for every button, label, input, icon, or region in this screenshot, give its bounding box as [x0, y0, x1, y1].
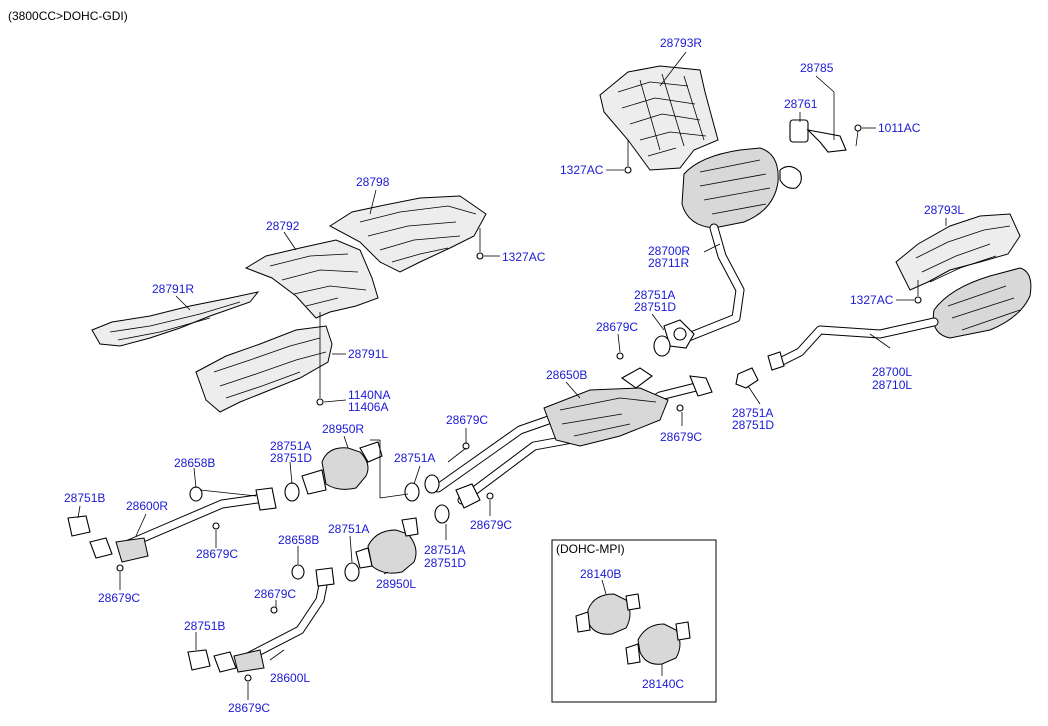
label-28679c-3: 28679C	[446, 413, 488, 427]
heat-shield-28793r	[599, 65, 719, 171]
label-28679c-5: 28679C	[196, 547, 238, 561]
label-28751d-1: 28751D	[634, 300, 676, 314]
heat-shield-28798	[329, 195, 487, 273]
label-1327ac-mid: 1327AC	[502, 250, 546, 264]
label-28751a-5: 28751A	[328, 522, 369, 536]
label-28950l: 28950L	[376, 577, 416, 591]
inset-dohc-mpi: (DOHC-MPI)	[551, 539, 717, 703]
label-28751a-6: 28751A	[424, 543, 465, 557]
heat-shield-28792	[244, 239, 379, 319]
inset-title: (DOHC-MPI)	[556, 542, 625, 556]
label-28751b-2: 28751B	[184, 619, 225, 633]
label-28658b-1: 28658B	[174, 456, 215, 470]
label-28751d-6: 28751D	[424, 556, 466, 570]
label-28140b: 28140B	[580, 567, 621, 581]
label-28791r: 28791R	[152, 282, 194, 296]
label-28600r: 28600R	[126, 499, 168, 513]
label-28751d-2: 28751D	[732, 418, 774, 432]
hanger-bracket-28761	[789, 119, 862, 153]
fasteners	[116, 166, 922, 682]
front-pipe-28600r	[89, 487, 277, 563]
label-28679c-4: 28679C	[470, 518, 512, 532]
heat-shield-28791l	[195, 325, 333, 413]
converter-28950r	[301, 441, 383, 495]
label-28679c-1: 28679C	[596, 320, 638, 334]
label-28950r: 28950R	[322, 422, 364, 436]
rear-muffler-left	[775, 267, 1032, 367]
label-28751a-1: 28751A	[634, 288, 675, 302]
converter-28950l	[355, 517, 419, 574]
leader-lines	[77, 51, 947, 700]
label-28140c: 28140C	[642, 677, 684, 691]
label-28793r: 28793R	[660, 36, 702, 50]
label-28793l: 28793L	[924, 203, 964, 217]
label-1140na: 1140NA	[348, 388, 390, 402]
rear-muffler-right	[681, 147, 802, 343]
label-1327ac-right: 1327AC	[850, 293, 894, 307]
engine-title: (3800CC>DOHC-GDI)	[8, 9, 128, 23]
label-28679c-6: 28679C	[254, 587, 296, 601]
label-28791l: 28791L	[348, 347, 388, 361]
label-1011ac: 1011AC	[878, 121, 921, 135]
label-28798: 28798	[356, 175, 390, 189]
label-1327ac-top: 1327AC	[560, 163, 604, 177]
label-28600l: 28600L	[270, 671, 310, 685]
front-pipe-28600l	[213, 567, 335, 673]
label-28679c-7: 28679C	[98, 591, 140, 605]
label-28751a-2: 28751A	[732, 406, 773, 420]
label-28751a-3: 28751A	[270, 439, 311, 453]
label-28700l: 28700L	[872, 365, 912, 379]
center-pipe-28650b	[433, 367, 705, 505]
label-28650b: 28650B	[546, 368, 587, 382]
label-28751b-1: 28751B	[64, 491, 105, 505]
label-28679c-8: 28679C	[228, 701, 270, 715]
label-11406a: 11406A	[348, 400, 388, 414]
label-28761: 28761	[784, 97, 818, 111]
label-28792: 28792	[266, 219, 300, 233]
label-28679c-2: 28679C	[660, 430, 702, 444]
heat-shield-28793l	[895, 213, 1021, 291]
label-28700r: 28700R	[648, 244, 690, 258]
label-28785: 28785	[800, 61, 834, 75]
label-28751d-3: 28751D	[270, 451, 312, 465]
gasket-flanges	[67, 319, 785, 671]
label-28710l: 28710L	[872, 378, 912, 392]
label-28711r: 28711R	[648, 256, 689, 270]
heat-shield-28791r	[91, 291, 260, 347]
label-28658b-2: 28658B	[278, 533, 319, 547]
label-28751a-4: 28751A	[394, 451, 435, 465]
